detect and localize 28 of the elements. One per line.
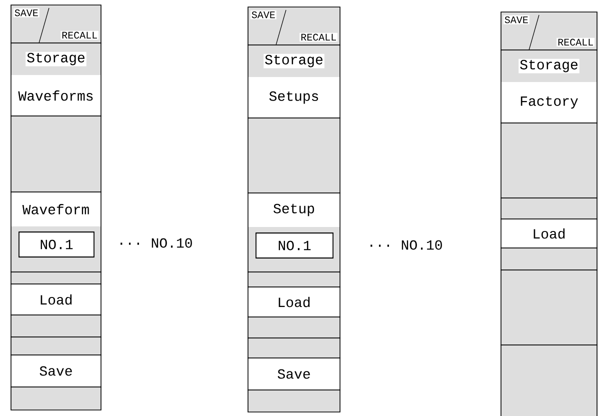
menu-cell: Save	[248, 358, 340, 390]
menu-cell	[248, 390, 340, 412]
menu-cell: Load	[500, 218, 598, 248]
number-box: NO.1	[256, 232, 334, 258]
menu-cell	[248, 118, 340, 194]
menu-cell	[500, 248, 598, 270]
menu-cell	[10, 314, 102, 338]
menu-cell	[10, 386, 102, 410]
menu-cell	[248, 272, 340, 288]
more-label: ··· NO.10	[370, 240, 442, 250]
menu-cell	[248, 316, 340, 338]
menu-cell: SAVE RECALL	[500, 12, 598, 50]
menu-cell	[10, 116, 102, 192]
menu-cell	[500, 344, 598, 416]
menu-cell: Storage Waveforms	[10, 42, 102, 116]
number-box: NO.1	[18, 232, 94, 258]
menu-cell	[500, 198, 598, 220]
menu-cell: Storage Factory	[500, 50, 598, 124]
more-label: ··· NO.10	[120, 238, 192, 248]
menu-cell: SAVE RECALL	[248, 6, 340, 46]
menu-cell: Storage Setups	[248, 44, 340, 118]
menu-cell	[248, 338, 340, 358]
menu-cell: Load	[248, 286, 340, 318]
menu-cell	[10, 272, 102, 284]
menu-cell: Save	[10, 354, 102, 388]
menu-cell: Load	[10, 284, 102, 316]
menu-cell: SAVE RECALL	[10, 4, 102, 44]
menu-cell	[10, 336, 102, 356]
